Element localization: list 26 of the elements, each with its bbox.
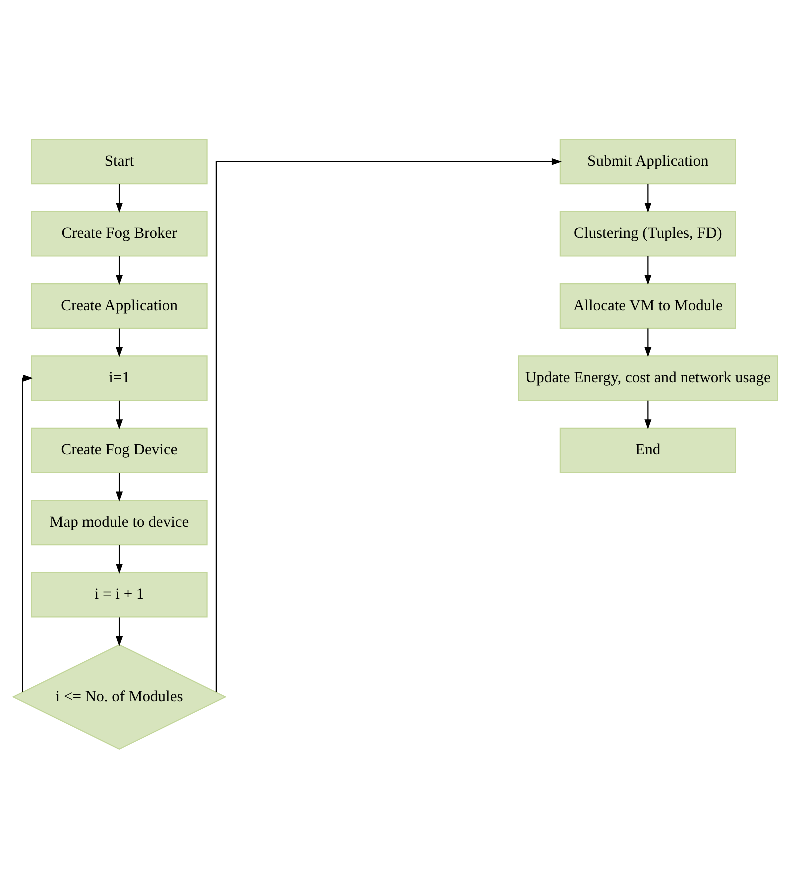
arrow <box>22 374 33 692</box>
node-box: Allocate VM to Module <box>559 282 736 328</box>
arrow <box>116 544 123 574</box>
arrow <box>116 617 123 646</box>
node-box: Clustering (Tuples, FD) <box>559 210 736 256</box>
arrow <box>116 256 123 285</box>
arrow <box>644 400 652 430</box>
node-box: Submit Application <box>559 138 736 184</box>
arrow <box>644 184 652 213</box>
node-box: i = i + 1 <box>30 572 208 618</box>
node-box: Create Application <box>30 282 208 328</box>
node-box: Map module to device <box>30 500 208 546</box>
node-diamond: i <= No. of Modules <box>12 644 226 750</box>
node-box: Create Fog Device <box>30 427 208 473</box>
arrow <box>116 400 123 430</box>
arrow <box>116 328 123 357</box>
arrow <box>116 472 123 502</box>
arrow <box>215 158 562 692</box>
node-box: Create Fog Broker <box>30 210 208 256</box>
arrow <box>644 328 652 357</box>
node-box: End <box>559 427 736 473</box>
node-box: i=1 <box>30 355 208 401</box>
arrow <box>644 256 652 285</box>
node-box: Update Energy, cost and network usage <box>518 355 778 401</box>
arrow <box>116 184 123 213</box>
node-box: Start <box>30 138 208 184</box>
